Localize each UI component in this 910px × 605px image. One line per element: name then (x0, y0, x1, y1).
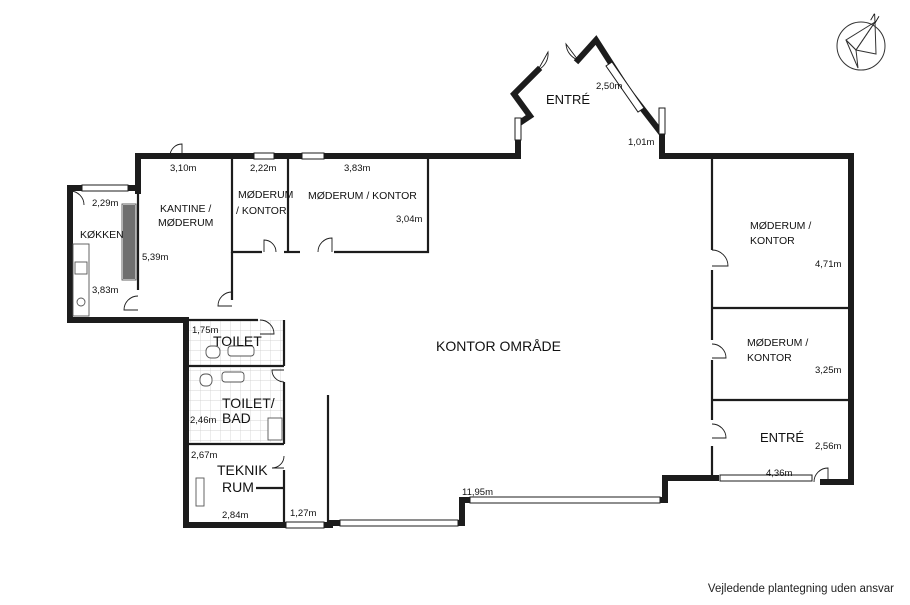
dim-entre-right-depth: 2,56m (815, 441, 841, 452)
dim-kantine-depth: 5,39m (142, 252, 168, 263)
dim-corridor-width: 1,27m (290, 508, 316, 519)
room-moderum-small-line1: MØDERUM (238, 189, 293, 201)
dim-teknik-depth: 2,67m (191, 450, 217, 461)
room-moderum-right2-line1: MØDERUM / (747, 337, 808, 349)
toilet-bowl (205, 345, 221, 359)
windows (81, 61, 813, 529)
dim-moderum-mid-depth: 3,04m (396, 214, 422, 225)
dim-moderum-mid-width: 3,83m (344, 163, 370, 174)
dim-toilet-width: 1,75m (192, 325, 218, 336)
shower (267, 417, 283, 441)
washbasin (227, 345, 255, 357)
room-kantine-line2: MØDERUM (158, 217, 213, 229)
room-entre-top: ENTRÉ (546, 92, 590, 107)
room-toilet-bad-line2: BAD (222, 410, 251, 426)
sink (74, 261, 88, 275)
fixtures (72, 203, 283, 507)
teknik-unit (195, 477, 205, 507)
dim-entre-top-width: 2,50m (596, 81, 622, 92)
room-labels: ENTRÉ KANTINE / MØDERUM MØDERUM / KONTOR… (80, 92, 811, 495)
bath-toilet-bowl (199, 373, 213, 387)
room-teknik-line1: TEKNIK (217, 462, 268, 478)
dim-moderum-right2-depth: 3,25m (815, 365, 841, 376)
room-moderum-right1-line1: MØDERUM / (750, 220, 811, 232)
dim-entre-top-depth: 1,01m (628, 137, 654, 148)
dim-kontor-width: 11,95m (462, 487, 493, 498)
doors (69, 42, 829, 483)
dim-teknik-width: 2,84m (222, 510, 248, 521)
room-moderum-right2-line2: KONTOR (747, 352, 792, 364)
dim-moderum-right1-depth: 4,71m (815, 259, 841, 270)
room-moderum-right1-line2: KONTOR (750, 235, 795, 247)
dim-entre-right-width: 4,36m (766, 468, 792, 479)
room-toilet: TOILET (213, 333, 262, 349)
dim-kokken-top: 2,29m (92, 198, 118, 209)
dimension-labels: 2,50m 1,01m 3,10m 2,22m 3,83m 3,04m 2,29… (92, 81, 841, 521)
exterior-walls (67, 35, 854, 528)
dim-kantine-width: 3,10m (170, 163, 196, 174)
disclaimer-caption: Vejledende plantegning uden ansvar (707, 583, 894, 595)
toilet-floor-tiles (189, 320, 283, 366)
room-moderum-small-line2: / KONTOR (236, 205, 287, 217)
room-kokken: KØKKEN (80, 229, 124, 241)
dim-kokken-bottom: 3,83m (92, 285, 118, 296)
dim-toilet-bad-depth: 2,46m (190, 415, 216, 426)
dim-moderum-small-width: 2,22m (250, 163, 276, 174)
room-kantine-line1: KANTINE / (160, 203, 211, 215)
room-kontor-omrade: KONTOR OMRÅDE (436, 338, 561, 354)
room-entre-right: ENTRÉ (760, 430, 804, 445)
compass-icon: N (836, 12, 886, 71)
room-toilet-bad-line1: TOILET/ (222, 395, 275, 411)
stove (76, 297, 86, 307)
room-teknik-line2: RUM (222, 479, 254, 495)
bath-washbasin (221, 371, 245, 383)
room-moderum-kontor-mid: MØDERUM / KONTOR (308, 190, 417, 202)
